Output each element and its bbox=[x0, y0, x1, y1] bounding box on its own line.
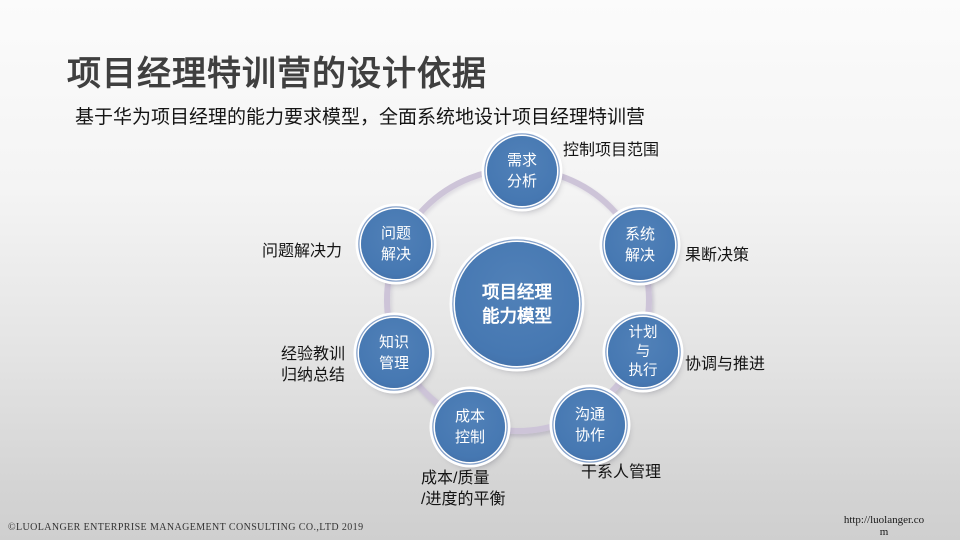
node-label-line: 协作 bbox=[574, 427, 605, 444]
callout-line: 归纳总结 bbox=[281, 367, 346, 384]
node-label-line: 解决 bbox=[380, 246, 411, 263]
node-label-line: 分析 bbox=[506, 173, 537, 190]
callout-lessons-learned-summary: 经验教训 归纳总结 bbox=[281, 344, 345, 386]
callout-line: 经验教训 bbox=[281, 346, 346, 363]
node-label-line: 需求 bbox=[506, 152, 537, 169]
callout-line: 成本/质量 bbox=[421, 470, 490, 487]
node-label-line: 知识 bbox=[378, 334, 409, 351]
node-label-line: 管理 bbox=[378, 355, 409, 372]
website-url: http://luolanger.co m bbox=[828, 514, 940, 538]
callout-line: 控制项目范围 bbox=[563, 142, 660, 159]
callout-stakeholder-management: 干系人管理 bbox=[581, 462, 661, 483]
callout-cost-quality-schedule-balance: 成本/质量 /进度的平衡 bbox=[421, 468, 505, 510]
copyright-text: ©LUOLANGER ENTERPRISE MANAGEMENT CONSULT… bbox=[8, 522, 364, 533]
node-label-line: 能力模型 bbox=[482, 306, 552, 326]
node-label-line: 计划 bbox=[628, 324, 658, 341]
node-plan-and-execution: 计划 与 执行 bbox=[608, 317, 678, 387]
node-system-solving: 系统 解决 bbox=[605, 210, 675, 280]
node-label-line: 与 bbox=[635, 343, 651, 360]
node-requirement-analysis: 需求 分析 bbox=[487, 136, 557, 206]
callout-line: /进度的平衡 bbox=[421, 491, 506, 508]
node-label-line: 成本 bbox=[454, 408, 485, 425]
node-pm-capability-model: 项目经理 能力模型 bbox=[455, 242, 579, 366]
node-label-line: 沟通 bbox=[574, 406, 605, 423]
node-label-line: 项目经理 bbox=[482, 282, 552, 302]
callout-line: 问题解决力 bbox=[262, 243, 343, 260]
slide-subtitle: 基于华为项目经理的能力要求模型，全面系统地设计项目经理特训营 bbox=[75, 107, 646, 128]
node-label-line: 问题 bbox=[380, 225, 411, 242]
page-title: 项目经理特训营的设计依据 bbox=[67, 55, 487, 93]
url-line: http://luolanger.co bbox=[843, 514, 925, 526]
callout-problem-solving-ability: 问题解决力 bbox=[262, 241, 342, 262]
node-cost-control: 成本 控制 bbox=[435, 392, 505, 462]
url-line: m bbox=[879, 526, 889, 538]
node-problem-solving: 问题 解决 bbox=[361, 209, 431, 279]
callout-line: 果断决策 bbox=[685, 247, 750, 264]
node-label-line: 解决 bbox=[624, 247, 655, 264]
callout-decisive-decision: 果断决策 bbox=[685, 245, 749, 266]
node-communication-collaboration: 沟通 协作 bbox=[555, 390, 625, 460]
node-label-line: 执行 bbox=[628, 362, 658, 379]
node-label-line: 控制 bbox=[454, 429, 485, 446]
callout-coordination-advance: 协调与推进 bbox=[685, 354, 765, 375]
node-knowledge-management: 知识 管理 bbox=[359, 318, 429, 388]
callout-line: 协调与推进 bbox=[685, 356, 766, 373]
callout-line: 干系人管理 bbox=[581, 464, 662, 481]
callout-control-project-scope: 控制项目范围 bbox=[563, 140, 659, 161]
node-label-line: 系统 bbox=[624, 226, 655, 243]
